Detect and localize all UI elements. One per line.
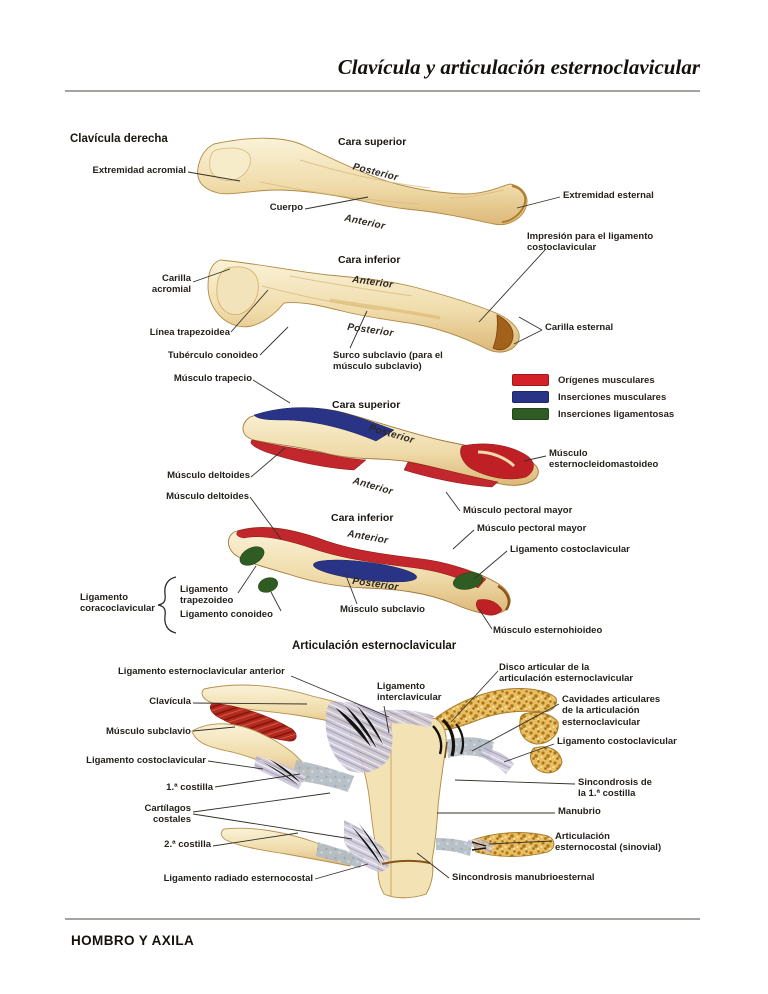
fig5-articular-disc bbox=[441, 718, 456, 757]
label-musculo-pectoral-mayor-fig4: Músculo pectoral mayor bbox=[477, 523, 587, 534]
legend-swatch-inserciones-musculares bbox=[512, 391, 549, 403]
fig2-acromial-facet bbox=[216, 266, 259, 315]
label-musculo-pectoral-mayor-fig3: Músculo pectoral mayor bbox=[463, 505, 573, 516]
label-carilla-esternal: Carilla esternal bbox=[545, 322, 614, 333]
fig4-clavicle-attachments-inferior bbox=[227, 527, 511, 616]
label-sincondrosis-manubrioesternal: Sincondrosis manubrioesternal bbox=[452, 872, 595, 883]
fig4-view-label: Cara inferior bbox=[331, 512, 394, 524]
fig3-trapezius-insertion bbox=[253, 407, 395, 442]
coracoclavicular-brace bbox=[157, 576, 177, 634]
fig5-articular-cavity-lateral bbox=[455, 723, 465, 755]
fig3-deltoid-origin bbox=[250, 439, 367, 471]
label-musculo-esternohioideo: Músculo esternohioideo bbox=[493, 625, 603, 636]
legend-row-inserciones-musculares: Inserciones musculares bbox=[512, 391, 666, 403]
fig2-clavicle-inferior bbox=[207, 259, 520, 353]
fig5-sternoclavicular-joint bbox=[191, 684, 563, 899]
fig5-articular-cavity-medial bbox=[432, 725, 443, 755]
label-articulacion-esternocostal: Articulación esternocostal (sinovial) bbox=[555, 831, 662, 854]
legend-label-origenes: Orígenes musculares bbox=[558, 374, 655, 386]
fig2-view-label: Cara inferior bbox=[338, 254, 401, 266]
leader-lines bbox=[187, 171, 576, 880]
label-musculo-deltoides-fig3: Músculo deltoides bbox=[167, 470, 250, 481]
fig5-left-rib1-cartilage bbox=[292, 760, 354, 792]
legend-swatch-inserciones-ligamentosas bbox=[512, 408, 549, 420]
label-ligamento-costoclavicular-izq: Ligamento costoclavicular bbox=[86, 755, 206, 766]
label-disco-articular: Disco articular de la articulación ester… bbox=[499, 662, 634, 685]
fig5-right-rib2-section bbox=[471, 832, 555, 857]
label-tuberculo-conoideo: Tubérculo conoideo bbox=[167, 350, 258, 361]
fig5-costoclavicular-ligament-right bbox=[480, 748, 514, 774]
legend-label-inserciones-ligamentosas: Inserciones ligamentosas bbox=[558, 408, 675, 420]
label-musculo-subclavio-fig4: Músculo subclavio bbox=[340, 604, 425, 615]
legend-row-origenes: Orígenes musculares bbox=[512, 374, 655, 386]
footer-section-label: HOMBRO Y AXILA bbox=[71, 933, 195, 948]
label-ligamento-interclavicular: Ligamento interclavicular bbox=[377, 681, 442, 704]
fig3-bone bbox=[242, 407, 539, 486]
label-cuerpo: Cuerpo bbox=[269, 202, 303, 213]
label-primera-costilla: 1.ª costilla bbox=[166, 782, 213, 793]
fig1-bone bbox=[197, 137, 528, 226]
fig5-header: Articulación esternoclavicular bbox=[292, 640, 457, 652]
fig4-conoid-ligament-patch bbox=[258, 577, 278, 593]
fig5-sternocostal-synovial-joint bbox=[471, 841, 487, 851]
page-title: Clavícula y articulación esternoclavicul… bbox=[337, 55, 700, 79]
fig1-clavicle-superior bbox=[197, 137, 528, 226]
label-musculo-trapecio: Músculo trapecio bbox=[173, 373, 252, 384]
fig3-pectoralis-origin bbox=[403, 461, 499, 488]
label-ligamento-radiado: Ligamento radiado esternocostal bbox=[163, 873, 313, 884]
label-ligamento-costoclavicular-fig4: Ligamento costoclavicular bbox=[510, 544, 630, 555]
fig5-manubriosternal-synchondrosis bbox=[381, 859, 431, 865]
label-ligamento-conoideo: Ligamento conoideo bbox=[180, 609, 273, 620]
fig4-sternal-rim bbox=[497, 584, 510, 611]
fig2-sternal-facet bbox=[492, 314, 514, 351]
fig4-trapezoid-ligament-patch bbox=[239, 546, 265, 566]
fig4-costoclavicular-ligament-patch bbox=[452, 572, 484, 590]
fig5-right-rib2-cartilage bbox=[436, 838, 472, 856]
legend-row-inserciones-ligamentosas: Inserciones ligamentosas bbox=[512, 408, 674, 420]
label-impresion-ligamento: Impresión para el ligamento costoclavicu… bbox=[527, 231, 654, 254]
label-extremidad-acromial: Extremidad acromial bbox=[92, 165, 186, 176]
label-cartilagos-costales: Cartílagos costales bbox=[144, 803, 191, 826]
label-carilla-acromial: Carilla acromial bbox=[151, 273, 191, 296]
fig5-right-rib-section-2 bbox=[530, 746, 563, 774]
fig4-subclavius-insertion bbox=[313, 559, 417, 583]
fig3-view-label: Cara superior bbox=[332, 399, 401, 411]
label-ligamento-esternoclavicular-anterior: Ligamento esternoclavicular anterior bbox=[118, 666, 285, 677]
fig1-view-label: Cara superior bbox=[338, 136, 407, 148]
label-clavicula: Clavícula bbox=[149, 696, 191, 707]
label-ligamento-costoclavicular-der: Ligamento costoclavicular bbox=[557, 736, 677, 747]
label-musculo-subclavio-fig5: Músculo subclavio bbox=[106, 726, 191, 737]
fig5-interclavicular-ligament bbox=[362, 709, 434, 728]
label-ligamento-coracoclavicular: Ligamento coracoclavicular bbox=[80, 592, 155, 615]
header-rule bbox=[65, 90, 700, 92]
label-linea-trapezoidea: Línea trapezoidea bbox=[149, 327, 230, 338]
label-sincondrosis-primera-costilla: Sincondrosis de la 1.ª costilla bbox=[578, 777, 652, 800]
legend-label-inserciones-musculares: Inserciones musculares bbox=[558, 391, 667, 403]
fig5-rib1-synchondrosis bbox=[444, 741, 448, 759]
footer-rule bbox=[65, 918, 700, 920]
label-ligamento-trapezoideo: Ligamento trapezoideo bbox=[180, 584, 234, 607]
fig4-sternohyoid-origin bbox=[476, 599, 503, 616]
label-surco-subclavio: Surco subclavio (para el músculo subclav… bbox=[333, 350, 443, 373]
fig3-clavicle-attachments-superior bbox=[242, 407, 539, 488]
label-musculo-deltoides-fig4: Músculo deltoides bbox=[166, 491, 249, 502]
fig5-left-rib2-cartilage bbox=[316, 842, 364, 868]
legend-swatch-origenes bbox=[512, 374, 549, 386]
fig5-right-rib1-section bbox=[519, 711, 559, 745]
label-manubrio: Manubrio bbox=[558, 806, 601, 817]
fig2-subclavian-groove bbox=[329, 298, 441, 320]
label-cavidades-articulares: Cavidades articulares de la articulación… bbox=[562, 694, 661, 728]
fig1-header: Clavícula derecha bbox=[70, 133, 168, 145]
fig5-subclavius-muscle bbox=[209, 702, 297, 742]
label-musculo-esternocleidomastoideo: Músculo esternocleidomastoideo bbox=[549, 448, 659, 471]
label-segunda-costilla: 2.ª costilla bbox=[164, 839, 211, 850]
label-extremidad-esternal: Extremidad esternal bbox=[563, 190, 654, 201]
